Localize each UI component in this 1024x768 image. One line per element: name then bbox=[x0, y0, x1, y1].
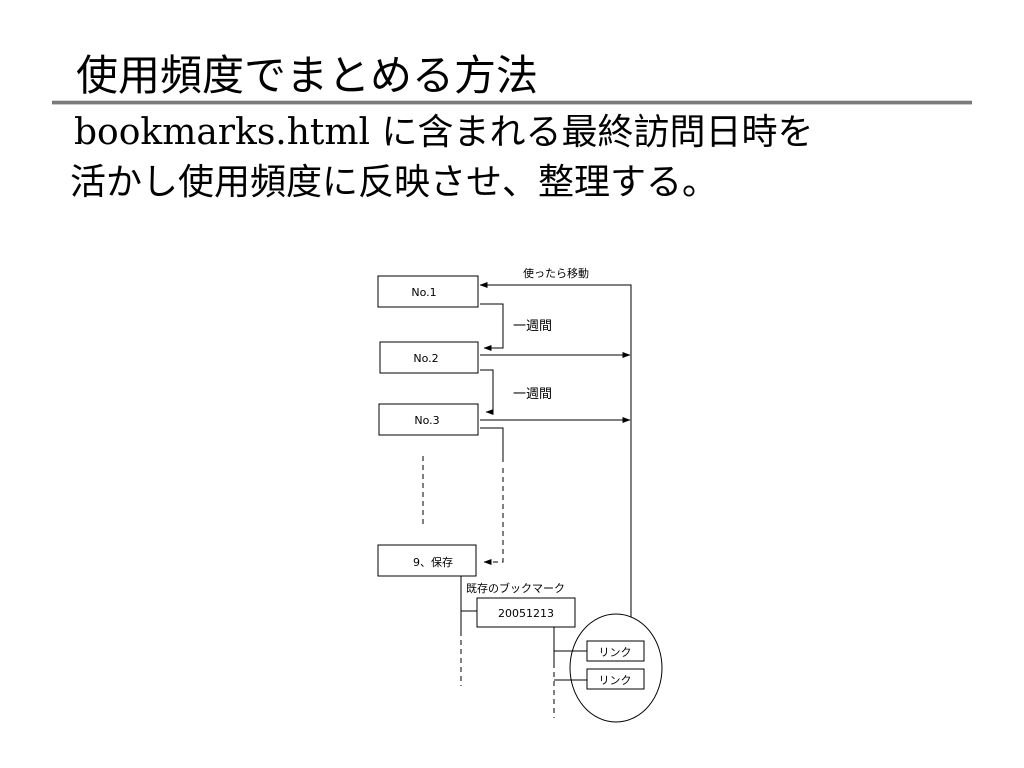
no3-to-save-line bbox=[480, 427, 504, 462]
links-circle bbox=[569, 613, 663, 723]
label-no3: No.3 bbox=[414, 414, 439, 427]
slide-title: 使用頻度でまとめる方法 bbox=[76, 51, 539, 100]
label-week-2: 一週間 bbox=[513, 387, 552, 402]
week-bracket-2 bbox=[480, 369, 494, 415]
box-save bbox=[377, 544, 477, 577]
label-no2: No.2 bbox=[413, 352, 438, 365]
slide-body: bookmarks.html に含まれる最終訪問日時を 活かし使用頻度に反映させ… bbox=[70, 108, 974, 208]
body-line-2: 活かし使用頻度に反映させ、整理する。 bbox=[70, 162, 719, 203]
body-line-1: bookmarks.html に含まれる最終訪問日時を bbox=[74, 112, 814, 153]
box-no2 bbox=[379, 341, 479, 374]
box-link2 bbox=[586, 668, 645, 690]
move-after-use-line bbox=[479, 282, 632, 617]
label-link2: リンク bbox=[599, 674, 632, 687]
dashed-to-save bbox=[483, 468, 504, 565]
box-date bbox=[476, 597, 576, 628]
label-date: 20051213 bbox=[498, 607, 554, 620]
box-no1 bbox=[377, 275, 479, 308]
box-link1 bbox=[586, 640, 645, 662]
label-no1: No.1 bbox=[411, 286, 436, 299]
week-bracket-1 bbox=[480, 303, 504, 351]
title-divider bbox=[52, 100, 972, 105]
label-existing-bookmarks: 既存のブックマーク bbox=[466, 581, 565, 595]
label-week-1: 一週間 bbox=[513, 319, 552, 334]
label-link1: リンク bbox=[599, 646, 632, 659]
label-save: 9、保存 bbox=[413, 555, 453, 569]
box-no3 bbox=[378, 403, 479, 436]
label-move-after-use: 使ったら移動 bbox=[523, 266, 589, 280]
